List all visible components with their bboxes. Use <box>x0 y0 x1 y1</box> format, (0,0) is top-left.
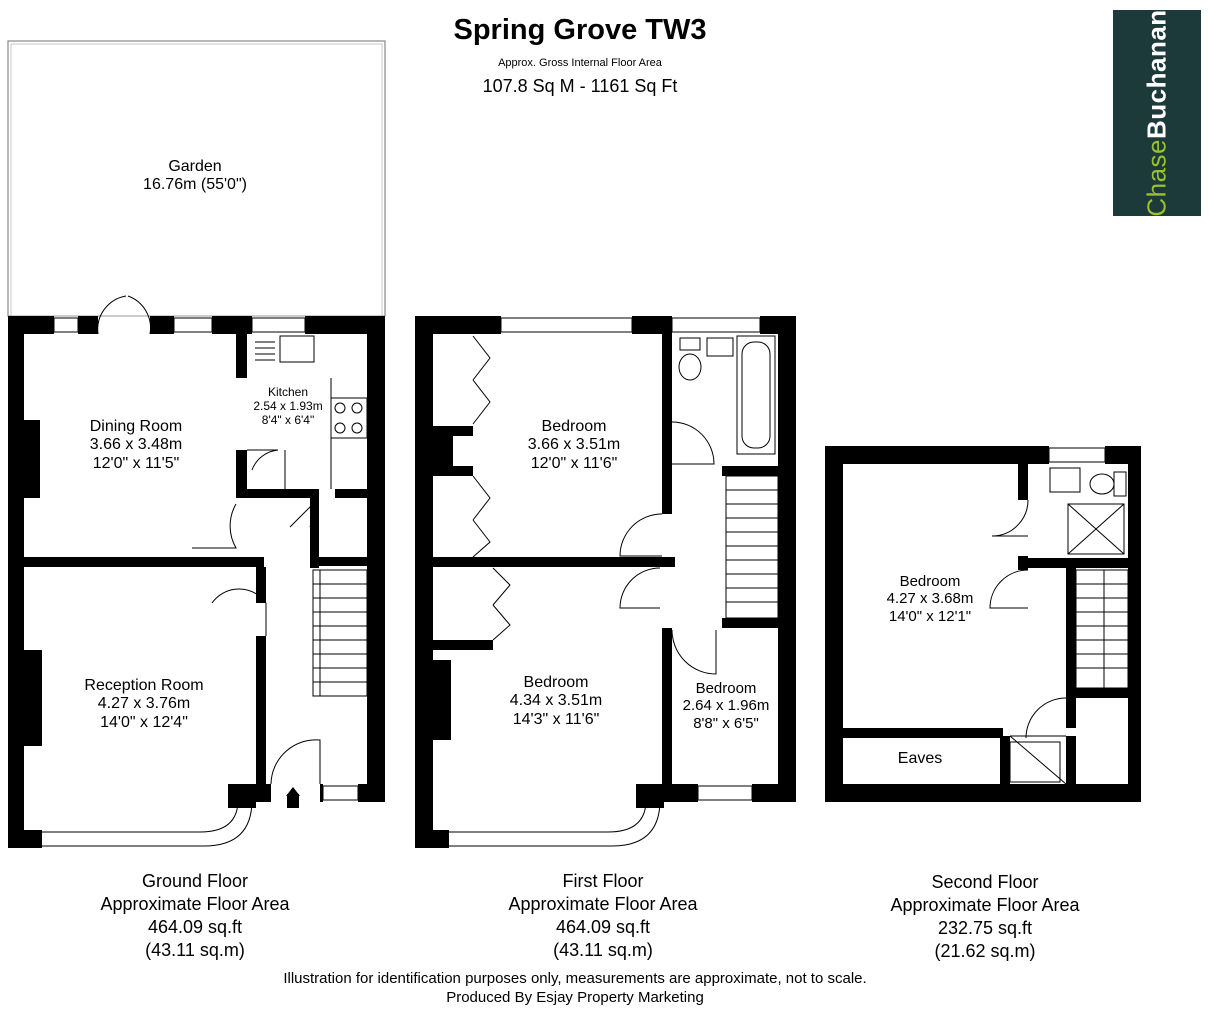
room-dimensions-imperial: 14'0" x 12'4" <box>100 713 188 731</box>
ground-floor-details <box>42 295 368 847</box>
room-name: Bedroom <box>899 573 961 590</box>
floor-area-sqm: (43.11 sq.m) <box>145 940 245 960</box>
total-area: 107.8 Sq M - 1161 Sq Ft <box>482 76 678 96</box>
room-bedroom-2: Bedroom 4.34 x 3.51m 14'3" x 11'6" <box>466 674 646 729</box>
room-bedroom-3: Bedroom 2.64 x 1.96m 8'8" x 6'5" <box>674 680 778 732</box>
floor-area-sqft: 232.75 sq.ft <box>937 918 1033 938</box>
room-dimensions-imperial: 8'8" x 6'5" <box>693 714 759 732</box>
room-dimensions-metric: 3.66 x 3.48m <box>89 436 183 454</box>
floor-area-sqft: 464.09 sq.ft <box>147 917 243 937</box>
garden-outline <box>7 40 386 317</box>
second-floor-plan <box>825 446 1141 802</box>
floor-area-sqm: (43.11 sq.m) <box>553 940 653 960</box>
brand-logo: ChaseBuchanan <box>1113 9 1201 217</box>
room-dimensions-imperial: 8'4" x 6'4" <box>261 412 315 427</box>
room-eaves: Eaves <box>870 750 970 768</box>
room-bedroom-1: Bedroom 3.66 x 3.51m 12'0" x 11'6" <box>484 418 664 473</box>
room-kitchen: Kitchen 2.54 x 1.93m 8'4" x 6'4" <box>246 385 330 427</box>
room-name: Reception Room <box>84 677 204 694</box>
room-dimensions-imperial: 12'0" x 11'6" <box>530 454 618 472</box>
ground-floor-plan <box>8 316 385 848</box>
first-floor-details <box>449 317 787 847</box>
floor-area-sqft: 464.09 sq.ft <box>555 917 651 937</box>
producer-credit: Produced By Esjay Property Marketing <box>446 989 704 1006</box>
floor-caption-first: First Floor Approximate Floor Area 464.0… <box>478 870 728 962</box>
disclaimer-text: Illustration for identification purposes… <box>283 970 867 987</box>
room-dimensions-imperial: 14'0" x 12'1" <box>888 607 972 625</box>
floor-caption-second: Second Floor Approximate Floor Area 232.… <box>860 871 1110 963</box>
room-bedroom-4: Bedroom 4.27 x 3.68m 14'0" x 12'1" <box>850 573 1010 625</box>
room-dimensions-metric: 2.64 x 1.96m <box>682 697 770 715</box>
room-dimensions-metric: 4.27 x 3.68m <box>886 590 974 608</box>
room-name: Bedroom <box>523 674 589 691</box>
floor-caption-ground: Ground Floor Approximate Floor Area 464.… <box>70 870 320 962</box>
floor-area-label: Approximate Floor Area <box>890 895 1080 915</box>
room-dimensions-metric: 4.27 x 3.76m <box>97 695 191 713</box>
floor-name: Second Floor <box>931 872 1039 892</box>
room-dimensions-metric: 4.34 x 3.51m <box>509 692 603 710</box>
first-floor-plan <box>415 316 796 848</box>
room-name: Bedroom <box>695 680 757 697</box>
room-dimensions-metric: 2.54 x 1.93m <box>253 398 323 413</box>
floor-name: First Floor <box>562 871 644 891</box>
floor-area-label: Approximate Floor Area <box>508 894 698 914</box>
room-dimensions: 16.76m (55'0") <box>143 176 247 194</box>
entrance-arrow-icon <box>286 787 300 808</box>
room-name: Garden <box>168 158 222 175</box>
room-name: Dining Room <box>89 418 183 435</box>
room-dimensions-metric: 3.66 x 3.51m <box>527 436 621 454</box>
room-name: Bedroom <box>541 418 607 435</box>
second-floor-details <box>989 447 1129 785</box>
room-dimensions-imperial: 14'3" x 11'6" <box>512 710 600 728</box>
room-dining: Dining Room 3.66 x 3.48m 12'0" x 11'5" <box>46 418 226 473</box>
room-garden: Garden 16.76m (55'0") <box>95 158 295 195</box>
room-dimensions-imperial: 12'0" x 11'5" <box>92 454 180 472</box>
area-subtitle: Approx. Gross Internal Floor Area <box>498 57 662 69</box>
floor-name: Ground Floor <box>141 871 249 891</box>
room-name: Eaves <box>897 750 943 767</box>
room-name: Kitchen <box>267 385 309 399</box>
room-reception: Reception Room 4.27 x 3.76m 14'0" x 12'4… <box>54 677 234 732</box>
floor-area-label: Approximate Floor Area <box>100 894 290 914</box>
page-title: Spring Grove TW3 <box>453 14 707 46</box>
floor-area-sqm: (21.62 sq.m) <box>934 941 1036 961</box>
